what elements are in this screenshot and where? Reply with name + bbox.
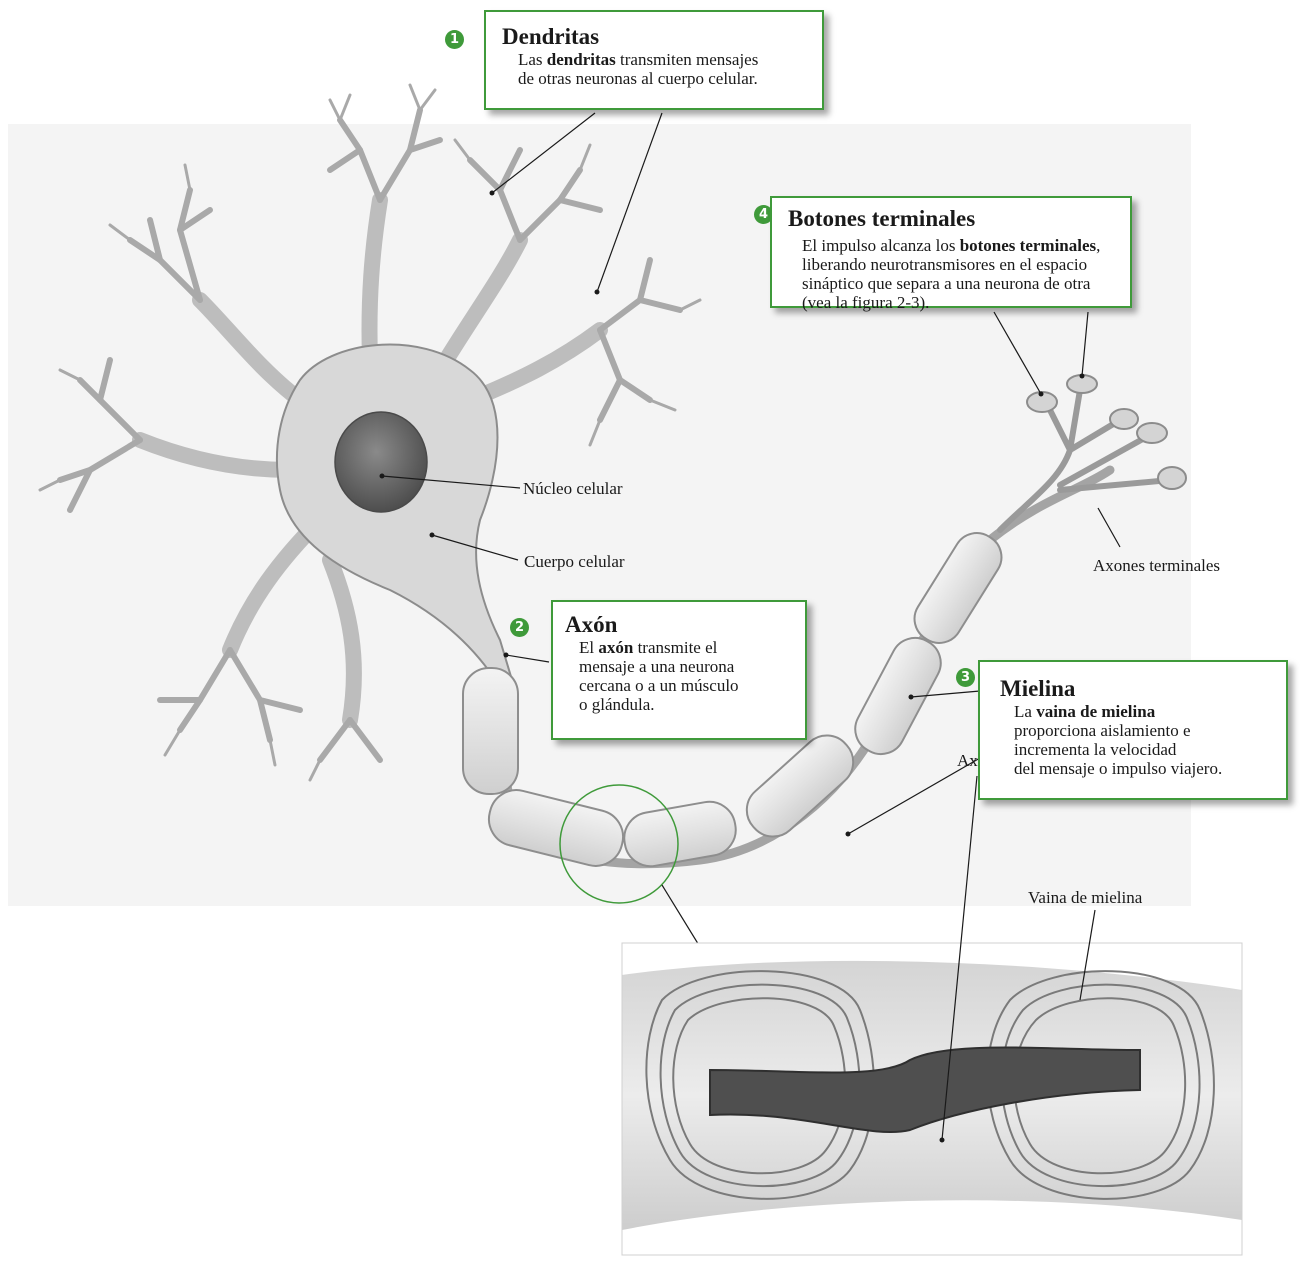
nucleus: [335, 412, 427, 512]
callout-line: liberando neurotransmisores en el espaci…: [802, 255, 1130, 274]
terminal-button: [1137, 423, 1167, 443]
label-cuerpo: Cuerpo celular: [524, 552, 625, 571]
callout-axon: Axón El axón transmite el mensaje a una …: [551, 600, 807, 740]
callout-line: mensaje a una neurona: [579, 657, 805, 676]
terminal-button: [1110, 409, 1138, 429]
callout-title: Dendritas: [502, 24, 822, 50]
callout-body: El axón transmite el mensaje a una neuro…: [565, 638, 805, 714]
callout-line: incrementa la velocidad: [1014, 740, 1286, 759]
callout-mielina: Mielina La vaina de mielina proporciona …: [978, 660, 1288, 800]
label-axones-terminales: Axones terminales: [1093, 556, 1220, 575]
callout-line: proporciona aislamiento e: [1014, 721, 1286, 740]
label-nucleo: Núcleo celular: [523, 479, 623, 498]
myelin-segment: [463, 668, 518, 794]
callout-title: Botones terminales: [788, 206, 1130, 232]
badge-axon: 2: [510, 618, 529, 637]
callout-botones-terminales: Botones terminales El impulso alcanza lo…: [770, 196, 1132, 308]
callout-line: La vaina de mielina: [1014, 702, 1286, 721]
myelin-inset: [622, 943, 1242, 1255]
callout-dendritas: Dendritas Las dendritas transmiten mensa…: [484, 10, 824, 110]
label-vaina: Vaina de mielina: [1028, 888, 1143, 907]
callout-line: El impulso alcanza los botones terminale…: [802, 236, 1130, 255]
badge-dendritas: 1: [445, 30, 464, 49]
terminal-button: [1158, 467, 1186, 489]
callout-line: o glándula.: [579, 695, 805, 714]
callout-line: de otras neuronas al cuerpo celular.: [518, 69, 822, 88]
callout-line: Las dendritas transmiten mensajes: [518, 50, 822, 69]
callout-body: El impulso alcanza los botones terminale…: [788, 236, 1130, 312]
badge-mielina: 3: [956, 668, 975, 687]
callout-line: cercana o a un músculo: [579, 676, 805, 695]
callout-line: del mensaje o impulso viajero.: [1014, 759, 1286, 778]
callout-line: El axón transmite el: [579, 638, 805, 657]
callout-title: Axón: [565, 612, 805, 638]
callout-line: sináptico que separa a una neurona de ot…: [802, 274, 1130, 293]
callout-body: Las dendritas transmiten mensajes de otr…: [502, 50, 822, 88]
callout-body: La vaina de mielina proporciona aislamie…: [1000, 702, 1286, 778]
callout-title: Mielina: [1000, 676, 1286, 702]
callout-line: (vea la figura 2-3).: [802, 293, 1130, 312]
